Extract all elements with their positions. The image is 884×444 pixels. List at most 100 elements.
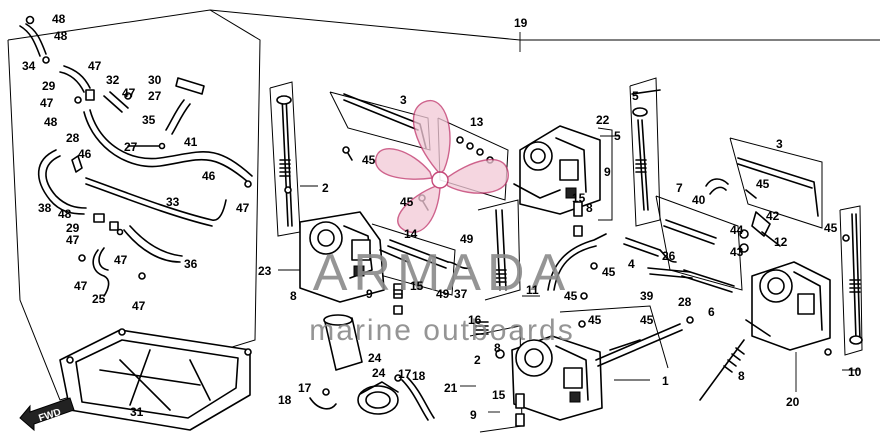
callout-47-b: 47 (40, 96, 54, 110)
hose-32 (103, 95, 123, 113)
callout-46-a: 46 (78, 147, 92, 161)
frame-10 (839, 205, 863, 356)
callout-11: 11 (526, 283, 539, 297)
leader-lines (278, 135, 860, 413)
frame-5-top (629, 77, 661, 227)
callout-5-b: 5 (632, 89, 639, 103)
callout-45-a: 45 (362, 153, 376, 167)
hose-28 (71, 155, 83, 173)
callout-25: 25 (92, 292, 106, 306)
callout-24-a: 24 (368, 351, 382, 365)
callout-40: 40 (692, 193, 706, 207)
callout-49-a: 49 (460, 232, 474, 246)
callout-8-c: 8 (494, 341, 501, 355)
callout-2-b: 2 (474, 353, 481, 367)
callout-12: 12 (774, 235, 788, 249)
callout-45-d: 45 (824, 221, 838, 235)
callout-43: 43 (730, 245, 744, 259)
hose-25 (92, 249, 110, 297)
callout-44: 44 (730, 223, 744, 237)
callout-30: 30 (148, 73, 162, 87)
hose-35 (165, 99, 185, 131)
callout-39: 39 (640, 289, 654, 303)
callout-15-a: 15 (410, 279, 424, 293)
callout-9-c: 9 (470, 408, 477, 422)
hose-36 (123, 229, 181, 263)
carburetor-body-left (299, 211, 409, 303)
callout-29-b: 29 (66, 221, 80, 235)
callout-26: 26 (662, 249, 676, 263)
frame-6-7 (655, 195, 743, 291)
callout-6: 6 (708, 305, 715, 319)
hose-30 (175, 77, 205, 95)
callout-1: 1 (662, 374, 669, 388)
callout-45-c: 45 (756, 177, 770, 191)
callout-36: 36 (184, 257, 198, 271)
callout-24-b: 24 (372, 366, 386, 380)
callout-3-b: 3 (776, 137, 783, 151)
watermark-tagline: marine outboards (309, 314, 574, 347)
carburetor-body-right (745, 261, 831, 351)
callout-48-d: 48 (58, 207, 72, 221)
callout-28-b: 28 (678, 295, 692, 309)
callout-27-a: 27 (148, 89, 162, 103)
callout-45-e: 45 (602, 265, 616, 279)
callout-46-b: 46 (202, 169, 216, 183)
callout-48-b: 48 (54, 29, 68, 43)
callout-3-a: 3 (400, 93, 407, 107)
callout-9-b: 9 (604, 165, 611, 179)
callout-45-g: 45 (588, 313, 602, 327)
callout-47-g: 47 (74, 279, 88, 293)
hose-34 (19, 25, 41, 57)
linkage-parts (276, 89, 863, 427)
callout-9-a: 9 (366, 287, 373, 301)
callout-37: 37 (454, 287, 468, 301)
frame-22 (597, 127, 613, 221)
callout-8-d: 8 (738, 369, 745, 383)
callout-48-c: 48 (44, 115, 58, 129)
hose-parts (19, 15, 253, 297)
callout-18-a: 18 (412, 369, 426, 383)
callout-18-b: 18 (278, 393, 292, 407)
callout-45-f: 45 (564, 289, 578, 303)
frame-14 (371, 223, 456, 296)
callout-31: 31 (130, 405, 144, 419)
intake-24 (309, 314, 435, 421)
fwd-arrow-icon (19, 397, 75, 432)
callout-7: 7 (676, 181, 683, 195)
callout-13: 13 (470, 115, 484, 129)
callout-numbers: 19 48 48 34 47 29 47 32 47 30 27 35 48 2… (22, 12, 862, 422)
callout-27-b: 27 (124, 140, 138, 154)
hose-29-top (59, 71, 85, 93)
carburetor-assembly-frame (209, 9, 880, 41)
hose-33 (85, 177, 227, 221)
callout-28: 28 (66, 131, 80, 145)
callout-20: 20 (786, 395, 800, 409)
callout-47-a: 47 (88, 59, 102, 73)
watermark: ARMADA marine outboards (309, 99, 574, 347)
callout-35: 35 (142, 113, 156, 127)
callout-45-h: 45 (640, 313, 654, 327)
callout-34: 34 (22, 59, 36, 73)
callout-38: 38 (38, 201, 52, 215)
callout-41: 41 (184, 135, 198, 149)
fwd-badge: FWD (19, 397, 75, 432)
group-frames (7, 9, 880, 433)
watermark-brand: ARMADA (313, 244, 571, 302)
callout-17-b: 17 (298, 381, 312, 395)
callout-8-a: 8 (290, 289, 297, 303)
callout-15-b: 15 (572, 191, 586, 205)
hose-18-left (309, 397, 337, 410)
callout-47-f: 47 (114, 253, 128, 267)
hose-18-right (401, 379, 429, 421)
callout-29-a: 29 (42, 79, 56, 93)
frame-1 (559, 305, 669, 369)
callout-14: 14 (404, 227, 418, 241)
callout-10: 10 (848, 365, 862, 379)
callout-15-c: 15 (492, 388, 506, 402)
callout-42: 42 (766, 209, 780, 223)
callout-4: 4 (628, 257, 635, 271)
air-chamber-31 (59, 328, 252, 431)
callout-23: 23 (258, 264, 272, 278)
callout-45-b: 45 (400, 195, 414, 209)
